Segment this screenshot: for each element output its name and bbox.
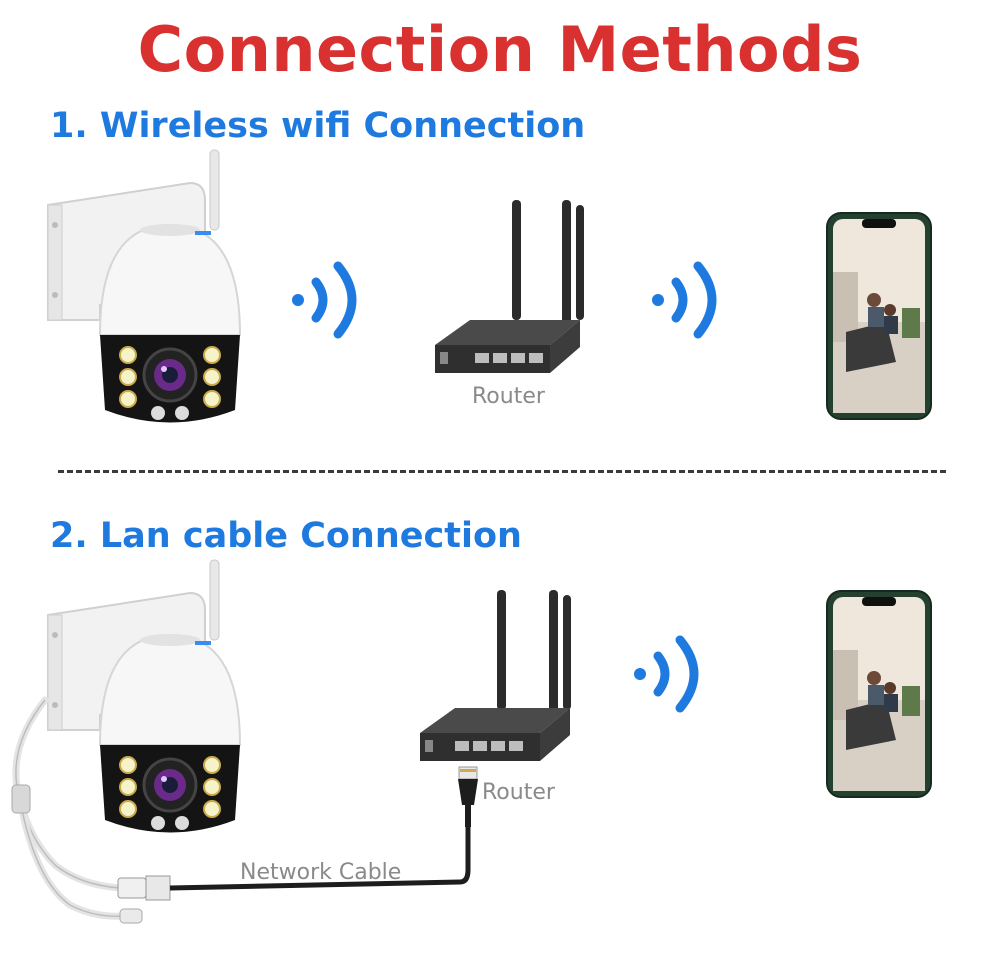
wifi-signal-icon [652, 261, 717, 339]
network-cable-label: Network Cable [240, 860, 402, 885]
camera-icon [47, 559, 242, 833]
router-icon [420, 590, 571, 761]
section-title-wireless: 1. Wireless wifi Connection [50, 106, 586, 146]
camera-icon [47, 149, 242, 423]
router-icon [435, 200, 584, 373]
smartphone-icon [826, 590, 932, 798]
section-title-lan: 2. Lan cable Connection [50, 516, 522, 556]
smartphone-icon [826, 212, 932, 420]
page-title: Connection Methods [137, 13, 863, 86]
router-label: Router [472, 384, 545, 409]
wifi-signal-icon [292, 261, 357, 339]
rj45-plug-icon [458, 766, 478, 827]
section-divider [58, 470, 946, 473]
network-cable [11, 696, 471, 924]
router-label: Router [482, 780, 555, 805]
wifi-signal-icon [634, 635, 699, 713]
